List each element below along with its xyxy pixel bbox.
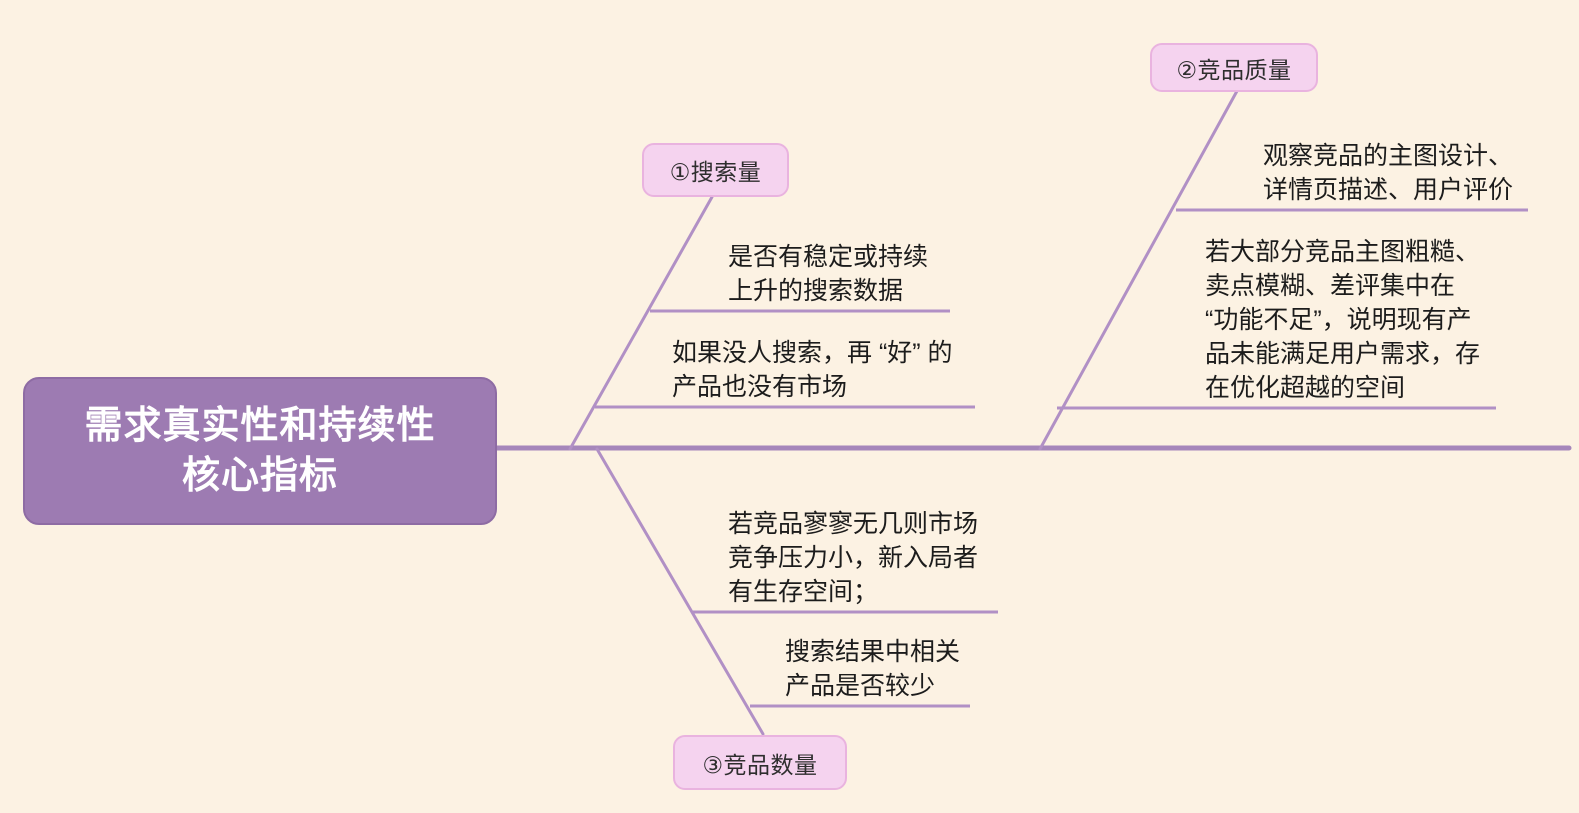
- branch2-connector: [1038, 89, 1239, 451]
- item-text-line: 若竞品寥寥无几则市场: [728, 510, 979, 538]
- item-text-line: 观察竞品的主图设计、: [1263, 142, 1514, 170]
- branch1-connector: [568, 195, 714, 451]
- branch-node-competitor-count[interactable]: ③竞品数量: [673, 735, 847, 790]
- central-topic-node[interactable]: 需求真实性和持续性 核心指标: [23, 377, 497, 525]
- item-competitor-weakness-opportunity[interactable]: 若大部分竞品主图粗糙、 卖点模糊、差评集中在 “功能不足”，说明现有产 品未能满…: [1205, 235, 1480, 405]
- item-text-line: 品未能满足用户需求，存: [1205, 340, 1481, 368]
- branch-node-search-volume-label: ①搜索量: [669, 159, 762, 185]
- item-text-line: 若大部分竞品主图粗糙、: [1205, 238, 1481, 266]
- item-text-line: 是否有稳定或持续: [728, 243, 929, 271]
- item-text-line: “功能不足”，说明现有产: [1205, 306, 1472, 334]
- item-text-line: 产品也没有市场: [672, 373, 848, 401]
- item-text-line: 有生存空间；: [728, 578, 879, 606]
- item-text-line: 搜索结果中相关: [785, 638, 961, 666]
- branch-node-competitor-quality[interactable]: ②竞品质量: [1150, 43, 1318, 92]
- item-text-line: 上升的搜索数据: [728, 277, 904, 305]
- item-search-data-trend[interactable]: 是否有稳定或持续 上升的搜索数据: [728, 240, 928, 308]
- item-no-search-no-market[interactable]: 如果没人搜索，再 “好” 的 产品也没有市场: [672, 336, 953, 404]
- item-text-line: 如果没人搜索，再 “好” 的: [672, 339, 953, 367]
- branch-node-competitor-quality-label: ②竞品质量: [1176, 56, 1292, 83]
- item-text-line: 产品是否较少: [785, 672, 936, 700]
- branch-node-competitor-count-label: ③竞品数量: [702, 751, 818, 778]
- item-observe-competitor-design[interactable]: 观察竞品的主图设计、 详情页描述、用户评价: [1263, 139, 1513, 207]
- branch3-connector: [595, 447, 765, 736]
- item-few-competitors-low-pressure[interactable]: 若竞品寥寥无几则市场 竞争压力小，新入局者 有生存空间；: [728, 507, 978, 609]
- item-text-line: 详情页描述、用户评价: [1263, 176, 1514, 204]
- central-topic-line2: 核心指标: [181, 455, 338, 497]
- branch-node-search-volume[interactable]: ①搜索量: [642, 143, 789, 197]
- item-few-related-products[interactable]: 搜索结果中相关 产品是否较少: [785, 635, 960, 703]
- central-topic-line1: 需求真实性和持续性: [84, 404, 436, 447]
- item-text-line: 在优化超越的空间: [1205, 374, 1406, 402]
- item-text-line: 卖点模糊、差评集中在: [1205, 272, 1456, 300]
- item-text-line: 竞争压力小，新入局者: [728, 544, 979, 572]
